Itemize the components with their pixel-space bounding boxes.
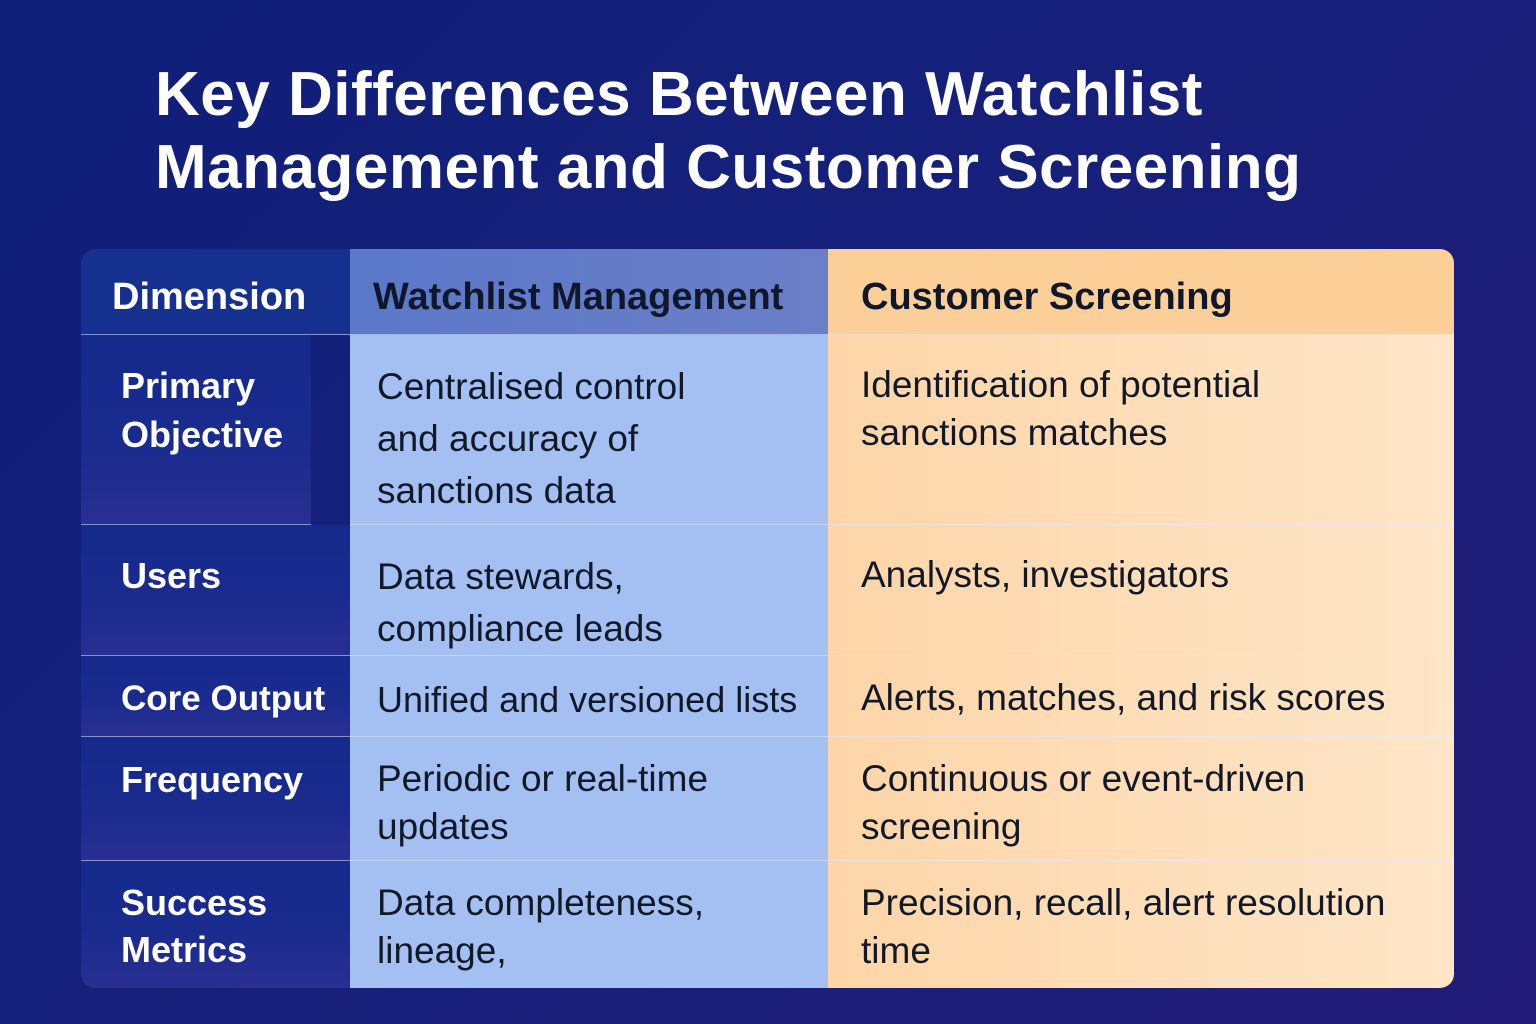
screening-core-output: Alerts, matches, and risk scores bbox=[828, 656, 1454, 737]
page-title: Key Differences Between Watchlist Manage… bbox=[155, 60, 1302, 202]
row-label-success-metrics: Success Metrics bbox=[81, 861, 350, 988]
watchlist-primary-objective: Centralised control and accuracy of sanc… bbox=[350, 335, 828, 525]
watchlist-frequency: Periodic or real-time updates bbox=[350, 737, 828, 861]
row-label-core-output: Core Output bbox=[81, 656, 350, 737]
header-watchlist-management: Watchlist Management bbox=[350, 249, 828, 335]
screening-frequency: Continuous or event-driven screening bbox=[828, 737, 1454, 861]
header-customer-screening: Customer Screening bbox=[828, 249, 1454, 335]
watchlist-core-output: Unified and versioned lists bbox=[350, 656, 828, 737]
screening-success-metrics: Precision, recall, alert resolution time bbox=[828, 861, 1454, 988]
comparison-table: Dimension Watchlist Management Customer … bbox=[81, 249, 1454, 988]
row-label-primary-objective: Primary Objective bbox=[81, 335, 311, 525]
row-label-users: Users bbox=[81, 525, 350, 656]
screening-users: Analysts, investigators bbox=[828, 525, 1454, 656]
watchlist-users: Data stewards, compliance leads bbox=[350, 525, 828, 656]
header-dimension: Dimension bbox=[81, 249, 350, 335]
watchlist-success-metrics: Data completeness, lineage, bbox=[350, 861, 828, 988]
screening-primary-objective: Identification of potential sanctions ma… bbox=[828, 335, 1454, 525]
row-label-frequency: Frequency bbox=[81, 737, 350, 861]
